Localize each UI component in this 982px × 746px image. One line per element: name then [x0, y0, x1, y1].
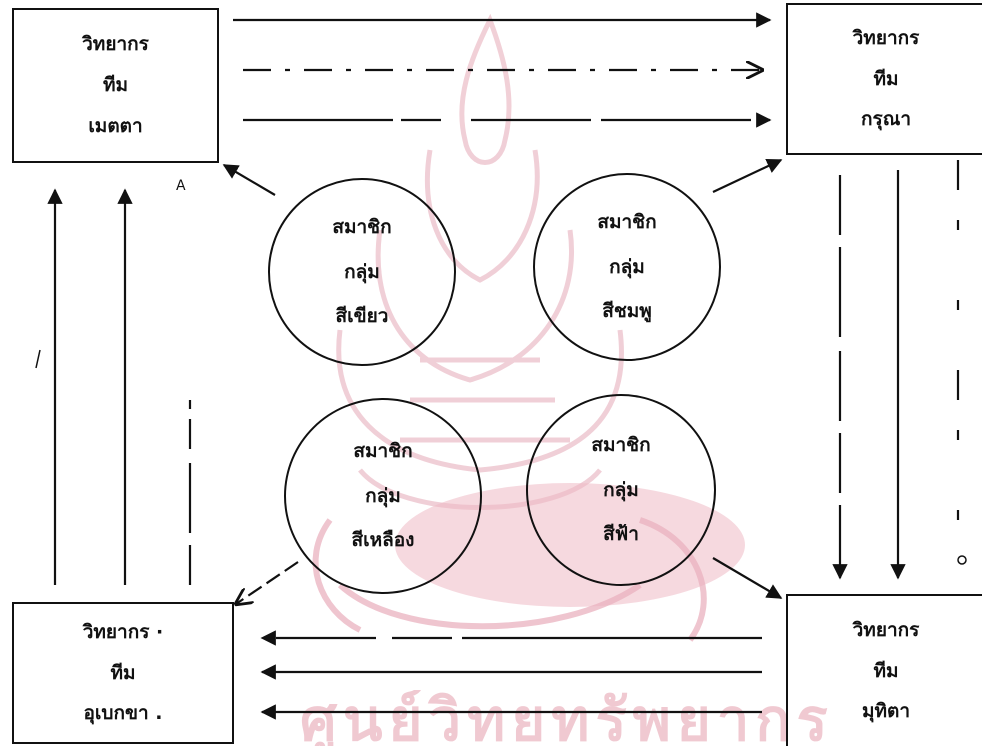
- watermark-text-label: ศูนย์วิทยทรัพยากร: [300, 690, 834, 746]
- team-ubekkha-line-3: อุเบกขา .: [83, 702, 163, 725]
- group-pink-line-3: สีชมพู: [602, 300, 652, 323]
- team-ubekkha-box: วิทยากร · ทีม อุเบกขา .: [12, 602, 234, 744]
- group-blue-circle: สมาชิก กลุ่ม สีฟ้า: [526, 394, 716, 586]
- group-green-line-2: กลุ่ม: [344, 260, 380, 283]
- watermark-text: ศูนย์วิทยทรัพยากร: [300, 690, 982, 746]
- group-pink-line-2: กลุ่ม: [609, 255, 645, 278]
- group-blue-line-3: สีฟ้า: [603, 523, 639, 546]
- team-mutita-line-2: ทีม: [873, 659, 899, 682]
- group-yellow-line-2: กลุ่ม: [365, 484, 401, 507]
- team-mutita-box: วิทยากร ทีม มุทิตา: [786, 594, 982, 746]
- scan-mark-a: A: [176, 178, 186, 194]
- group-pink-line-1: สมาชิก: [597, 210, 657, 233]
- group-blue-line-2: กลุ่ม: [603, 478, 639, 501]
- team-mutita-line-3: มุทิตา: [861, 700, 911, 723]
- group-yellow-circle: สมาชิก กลุ่ม สีเหลือง: [284, 398, 482, 594]
- team-ubekkha-line-2: ทีม: [110, 661, 136, 684]
- team-karuna-line-1: วิทยากร: [852, 26, 920, 49]
- group-blue-line-1: สมาชิก: [591, 433, 651, 456]
- team-karuna-line-3: กรุณา: [860, 108, 911, 131]
- arrow-blue-to-mutita: [712, 557, 783, 599]
- arrow-green-to-metta: [222, 164, 276, 196]
- group-yellow-line-1: สมาชิก: [353, 439, 413, 462]
- team-karuna-box: วิทยากร ทีม กรุณา: [786, 3, 982, 155]
- team-metta-box: วิทยากร ทีม เมตตา: [12, 8, 219, 163]
- group-green-line-3: สีเขียว: [335, 305, 389, 328]
- team-metta-line-2: ทีม: [102, 74, 129, 97]
- team-mutita-line-1: วิทยากร: [852, 618, 920, 641]
- group-yellow-line-3: สีเหลือง: [351, 529, 415, 552]
- team-metta-line-1: วิทยากร: [82, 33, 149, 56]
- team-karuna-line-2: ทีม: [873, 67, 899, 90]
- group-pink-circle: สมาชิก กลุ่ม สีชมพู: [533, 173, 721, 361]
- group-green-line-1: สมาชิก: [332, 215, 392, 238]
- team-metta-line-3: เมตตา: [88, 114, 143, 137]
- arrow-yellow-to-ubekkha: [236, 561, 299, 604]
- team-ubekkha-line-1: วิทยากร ·: [82, 620, 164, 643]
- arrow-pink-to-karuna: [712, 158, 783, 193]
- group-green-circle: สมาชิก กลุ่ม สีเขียว: [268, 178, 456, 366]
